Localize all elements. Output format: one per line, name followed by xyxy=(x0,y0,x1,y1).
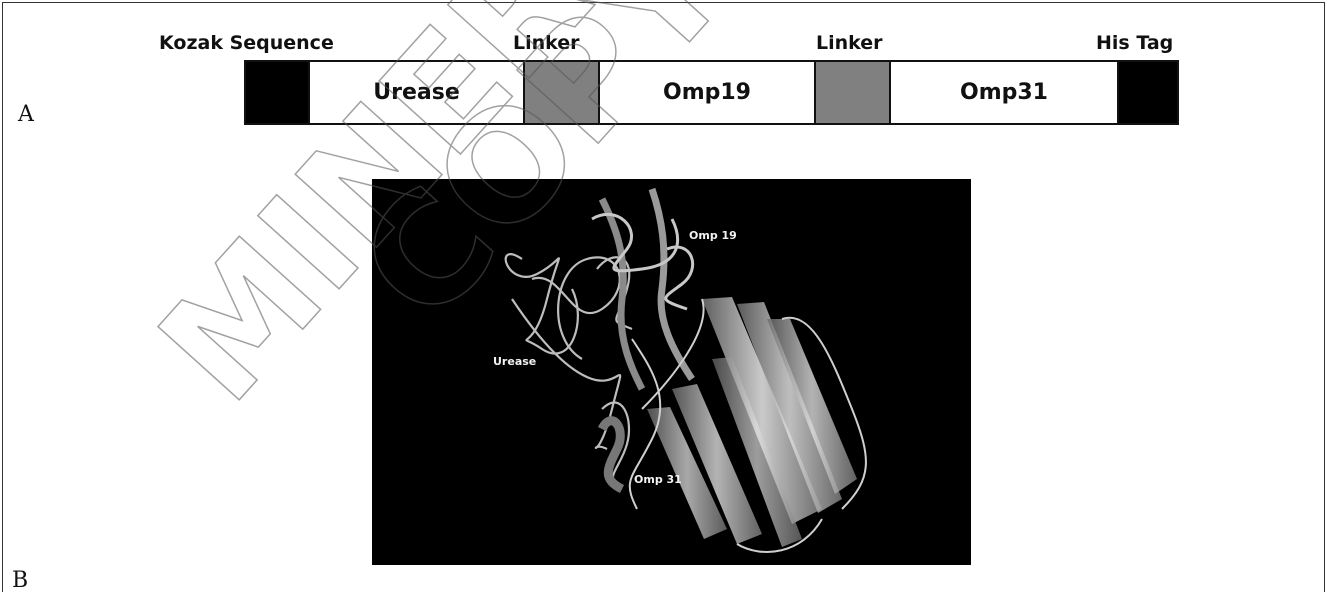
omp19-segment-label: Omp19 xyxy=(663,80,751,105)
urease-segment-label: Urease xyxy=(373,80,460,105)
his-tag-label: His Tag xyxy=(1096,32,1173,54)
kozak-sequence-label: Kozak Sequence xyxy=(159,32,334,54)
panel-b-label: B xyxy=(12,568,28,593)
protein-ribbon-image xyxy=(372,179,971,565)
segment-linker-2 xyxy=(816,62,891,123)
omp31-structure-label: Omp 31 xyxy=(634,473,682,486)
segment-kozak xyxy=(246,62,310,123)
omp19-structure-label: Omp 19 xyxy=(689,229,737,242)
segment-his-tag xyxy=(1119,62,1177,123)
panel-a-label: A xyxy=(18,102,34,127)
protein-structure-render: Omp 19 Urease Omp 31 xyxy=(372,179,971,565)
omp19-domain-ribbon xyxy=(592,189,693,389)
linker-label-2: Linker xyxy=(816,32,883,54)
segment-linker-1 xyxy=(525,62,600,123)
urease-structure-label: Urease xyxy=(493,355,536,368)
segment-omp19: Omp19 xyxy=(600,62,816,123)
gene-construct-bar: Urease Omp19 Omp31 xyxy=(244,60,1179,125)
linker-label-1: Linker xyxy=(513,32,580,54)
segment-urease: Urease xyxy=(310,62,525,123)
omp31-segment-label: Omp31 xyxy=(960,80,1048,105)
segment-omp31: Omp31 xyxy=(891,62,1119,123)
